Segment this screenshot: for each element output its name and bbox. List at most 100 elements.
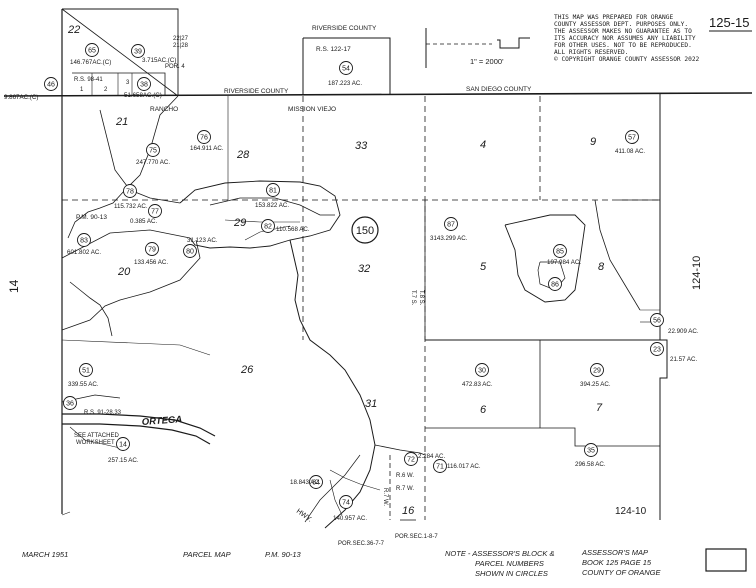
parcel-circle — [475, 363, 489, 377]
parcel-number: 54 — [342, 66, 350, 73]
parcel-circle — [584, 443, 598, 457]
parcel-circle — [146, 143, 160, 157]
parcel-number: 23 — [653, 347, 661, 354]
place-label: MISSION VIEJO — [288, 106, 336, 113]
parcel-acreage: 3.715AC.(C) — [142, 57, 176, 64]
parcel-number: 79 — [148, 247, 156, 254]
parcel-acreage: 31.123 AC. — [187, 237, 218, 244]
parcel-acreage: 339.55 AC. — [68, 381, 99, 388]
lot-number: 3 — [126, 80, 130, 86]
parcel-acreage: 116.017 AC. — [447, 463, 481, 470]
deed-ref: 22|27 — [173, 36, 189, 42]
parcel-circle — [148, 204, 162, 218]
disclaimer-line: © COPYRIGHT ORANGE COUNTY ASSESSOR 2022 — [554, 56, 700, 63]
parcel-acreage: 146.767AC.(C) — [70, 59, 111, 66]
section-number: 29 — [233, 217, 246, 229]
survey-ref: R.S. 98-41 — [74, 77, 103, 83]
parcel-circle — [404, 452, 418, 466]
parcel-number: 30 — [478, 368, 486, 375]
parcel: 80 31.123 AC. — [183, 237, 218, 258]
section-number: 8 — [598, 261, 605, 273]
county-label: RIVERSIDE COUNTY — [224, 88, 289, 95]
section-number: 20 — [117, 266, 131, 278]
parcel-circle — [85, 43, 99, 57]
parcel-acreage: 394.25 AC. — [580, 381, 611, 388]
parcel: 393.715AC.(C) — [131, 44, 176, 64]
parcel-map-ref: P.M. 90-13 — [265, 550, 302, 559]
parcel-circle — [123, 184, 137, 198]
range-label: R.7 W. — [382, 488, 388, 506]
parcel-number: 14 — [119, 442, 127, 449]
parcel-circle — [553, 244, 567, 258]
parcel-number: 76 — [200, 135, 208, 142]
section-number: 16 — [402, 505, 415, 517]
parcel-acreage: 115.732 AC. — [114, 203, 148, 210]
survey-ref: POR. 4 — [165, 64, 185, 70]
disclaimer-line: ALL RIGHTS RESERVED. — [554, 49, 629, 56]
book-parcel-number: 150 — [356, 225, 374, 237]
parcel-number: 38 — [140, 82, 148, 89]
parcel-circle — [339, 61, 353, 75]
page-number: 125-15 — [709, 15, 749, 30]
parcel-acreage: 164.911 AC. — [190, 145, 224, 152]
note-line: NOTE - ASSESSOR'S BLOCK & — [445, 549, 555, 558]
map-type: PARCEL MAP — [183, 550, 231, 559]
disclaimer-line: ITS ACCURACY NOR ASSUMES ANY LIABILITY — [554, 35, 696, 42]
north-arrow-icon — [425, 28, 530, 68]
parcel-layer: 65146.767AC.(C)393.715AC.(C)3851.658AC.(… — [4, 43, 699, 522]
parcel-number: 51 — [82, 368, 90, 375]
section-number: 33 — [355, 140, 368, 152]
note-line: SHOWN IN CIRCLES — [475, 569, 548, 578]
parcel-number: 46 — [47, 82, 55, 89]
parcel-circle — [131, 44, 145, 58]
section-number: 4 — [480, 139, 486, 151]
parcel-circle — [145, 242, 159, 256]
parcel-acreage: 133.456 AC. — [134, 259, 168, 266]
township-label: T.8 S. — [418, 290, 424, 306]
parcel-number: 80 — [186, 249, 194, 256]
section-number: 21 — [115, 116, 128, 128]
map-stamp-box — [705, 548, 747, 572]
parcel-number: 75 — [149, 148, 157, 155]
assessor-line: ASSESSOR'S MAP — [581, 548, 648, 557]
lot-number: 1 — [80, 87, 84, 93]
parcel-number: 83 — [80, 238, 88, 245]
parcel-circle — [77, 233, 91, 247]
parcel-number: 56 — [653, 318, 661, 325]
sheet-ref-right: 124-10 — [691, 256, 703, 290]
county-label: SAN DIEGO COUNTY — [466, 86, 532, 93]
parcel-circle — [309, 475, 323, 489]
road-label: HWY. — [295, 508, 313, 524]
disclaimer-line: COUNTY ASSESSOR DEPT. PURPOSES ONLY. — [554, 21, 688, 28]
parcel-circle — [44, 77, 58, 91]
note-ref: WORKSHEET — [76, 440, 115, 446]
parcel-acreage: 296.58 AC. — [575, 461, 606, 468]
parcel: 86 — [548, 277, 562, 291]
parcel-number: 85 — [556, 249, 564, 256]
parcel-circle — [261, 219, 275, 233]
parcel-number: 71 — [436, 464, 444, 471]
sheet-ref-left: 14 — [7, 279, 21, 293]
parcel-circle — [63, 396, 77, 410]
parcel-number: 81 — [269, 188, 277, 195]
section-number: 22 — [67, 24, 80, 36]
township-label: T.7 S. — [410, 290, 416, 306]
parcel-circle — [433, 459, 447, 473]
section-number: 6 — [480, 404, 487, 416]
survey-ref: R.S. 122-17 — [316, 46, 351, 53]
parcel-circle — [548, 277, 562, 291]
parcel-number: 57 — [628, 135, 636, 142]
disclaimer-line: THIS MAP WAS PREPARED FOR ORANGE — [554, 14, 673, 21]
parcel-acreage: 153.822 AC. — [255, 202, 289, 209]
section-ref: POR.SEC.36-7-7 — [338, 541, 385, 547]
parcel: 722.284 AC. — [404, 452, 445, 466]
